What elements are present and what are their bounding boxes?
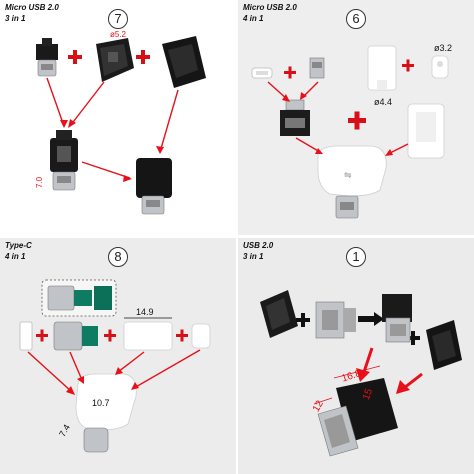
inner-sleeve bbox=[251, 67, 273, 79]
micro-usb-plug-with-board bbox=[280, 99, 310, 136]
panel-type-c-4in1: Type-C 4 in 1 8 14.9 bbox=[0, 238, 236, 474]
dimension-label: 12 bbox=[311, 398, 326, 414]
assembly-arrow bbox=[46, 77, 179, 179]
step-arrow bbox=[358, 312, 384, 326]
dimension-label: ø4.4 bbox=[374, 97, 392, 107]
dimension-label: 14.9 bbox=[136, 307, 154, 317]
outer-cap bbox=[162, 36, 206, 88]
plus-sign-large bbox=[348, 111, 366, 130]
dimension-line bbox=[313, 365, 381, 405]
micro-usb-plug bbox=[36, 38, 58, 77]
panel-title: Micro USB 2.0 bbox=[243, 3, 297, 12]
micro-usb-plug bbox=[309, 57, 325, 79]
arrow-head bbox=[282, 92, 393, 156]
plug-in-half-shell bbox=[382, 294, 412, 343]
finished-plug bbox=[75, 373, 137, 453]
dimension-label: ø5.2 bbox=[110, 30, 127, 39]
plus-sign bbox=[284, 66, 296, 79]
assembly-diagram: ø3.2 ø4.4 ⇋ bbox=[251, 43, 452, 219]
panel-subtitle: 4 in 1 bbox=[5, 252, 26, 261]
outer-shell bbox=[123, 321, 173, 351]
assembly-diagram: ø5.2 7.0 bbox=[35, 30, 206, 215]
housing-half bbox=[407, 103, 445, 159]
model-number-badge: 6 bbox=[346, 9, 366, 29]
model-number-badge: 1 bbox=[346, 247, 366, 267]
inner-sleeve bbox=[19, 321, 33, 351]
model-number-badge: 8 bbox=[108, 247, 128, 267]
dimension-label: 7.0 bbox=[35, 176, 44, 188]
dimension-label: 15 bbox=[361, 387, 375, 402]
assembly-arrow bbox=[27, 349, 201, 393]
panel-micro-usb-4in1: Micro USB 2.0 4 in 1 6 bbox=[238, 0, 474, 235]
outer-cap bbox=[426, 320, 462, 370]
usb-a-plug bbox=[315, 301, 356, 339]
panel-subtitle: 4 in 1 bbox=[243, 14, 264, 23]
partially-assembled-plug bbox=[50, 130, 78, 191]
open-shell bbox=[96, 38, 134, 82]
type-c-connector-board bbox=[47, 285, 112, 311]
panel-title: USB 2.0 bbox=[243, 241, 274, 250]
usb-logo-icon: ⇋ bbox=[344, 170, 352, 180]
open-shell bbox=[260, 290, 298, 338]
plus-sign bbox=[296, 313, 420, 345]
finished-plug bbox=[136, 158, 172, 215]
arrow-head bbox=[60, 119, 164, 182]
finished-plug bbox=[317, 378, 398, 457]
dimension-label: 16.8 bbox=[340, 368, 362, 385]
arrow-head bbox=[66, 367, 139, 395]
model-number-badge: 7 bbox=[108, 9, 128, 29]
outer-shell bbox=[367, 45, 397, 91]
strain-relief-boot bbox=[191, 323, 211, 349]
assembly-diagram: 14.9 10.7 7.4 bbox=[19, 279, 211, 453]
panel-subtitle: 3 in 1 bbox=[5, 14, 26, 23]
panel-usb-2-3in1: USB 2.0 3 in 1 1 bbox=[238, 238, 474, 474]
panel-title: Type-C bbox=[5, 241, 32, 250]
plus-sign bbox=[36, 329, 188, 342]
dimension-label: 7.4 bbox=[57, 423, 72, 439]
finished-plug: ⇋ bbox=[317, 145, 387, 219]
panel-micro-usb-3in1: Micro USB 2.0 3 in 1 7 ø5.2 bbox=[0, 0, 236, 235]
panel-title: Micro USB 2.0 bbox=[5, 3, 59, 12]
plus-sign bbox=[68, 50, 150, 64]
strain-relief-boot bbox=[431, 55, 449, 79]
plus-sign bbox=[402, 59, 414, 72]
assembly-diagram: 16.8 12 15 bbox=[260, 290, 462, 457]
assembly-arrow bbox=[362, 347, 423, 390]
panel-subtitle: 3 in 1 bbox=[243, 252, 264, 261]
dimension-label: 10.7 bbox=[92, 398, 110, 408]
type-c-plug-with-board bbox=[53, 321, 98, 351]
dimension-label: ø3.2 bbox=[434, 43, 452, 53]
